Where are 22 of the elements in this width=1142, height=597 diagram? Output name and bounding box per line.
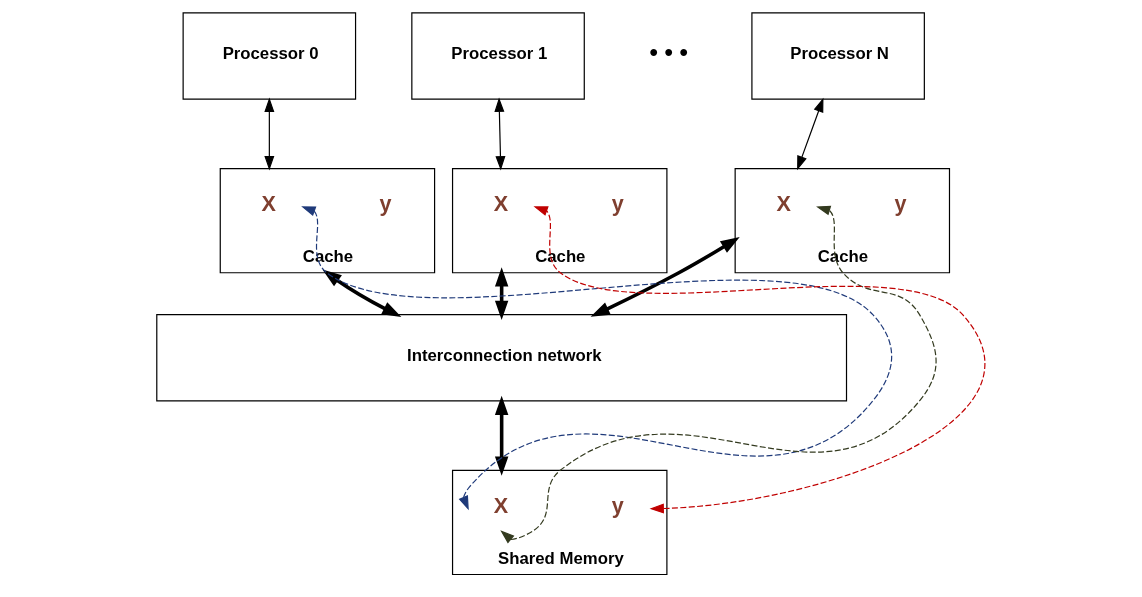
node-box: Processor N: [751, 12, 925, 100]
node-box: Interconnection network: [156, 314, 848, 402]
node-text: X: [261, 190, 276, 216]
node-text: y: [894, 190, 907, 216]
arrow: [322, 269, 402, 317]
label: • • •: [649, 38, 688, 66]
arrow: [494, 97, 506, 171]
node-text: X: [776, 190, 791, 216]
node-text: y: [611, 492, 624, 518]
arrow: [797, 97, 824, 171]
node-text: X: [493, 190, 509, 216]
arrow: [301, 206, 893, 511]
arrow: [494, 395, 509, 476]
arrow: [533, 206, 986, 514]
arrow: [264, 97, 275, 171]
node-text: y: [611, 190, 624, 216]
arrow: [494, 267, 509, 320]
node-text: y: [379, 190, 392, 216]
arrow: [590, 236, 740, 317]
node-box: Processor 0: [182, 12, 357, 100]
node-text: X: [493, 492, 509, 518]
node-box: Processor 1: [411, 12, 585, 100]
